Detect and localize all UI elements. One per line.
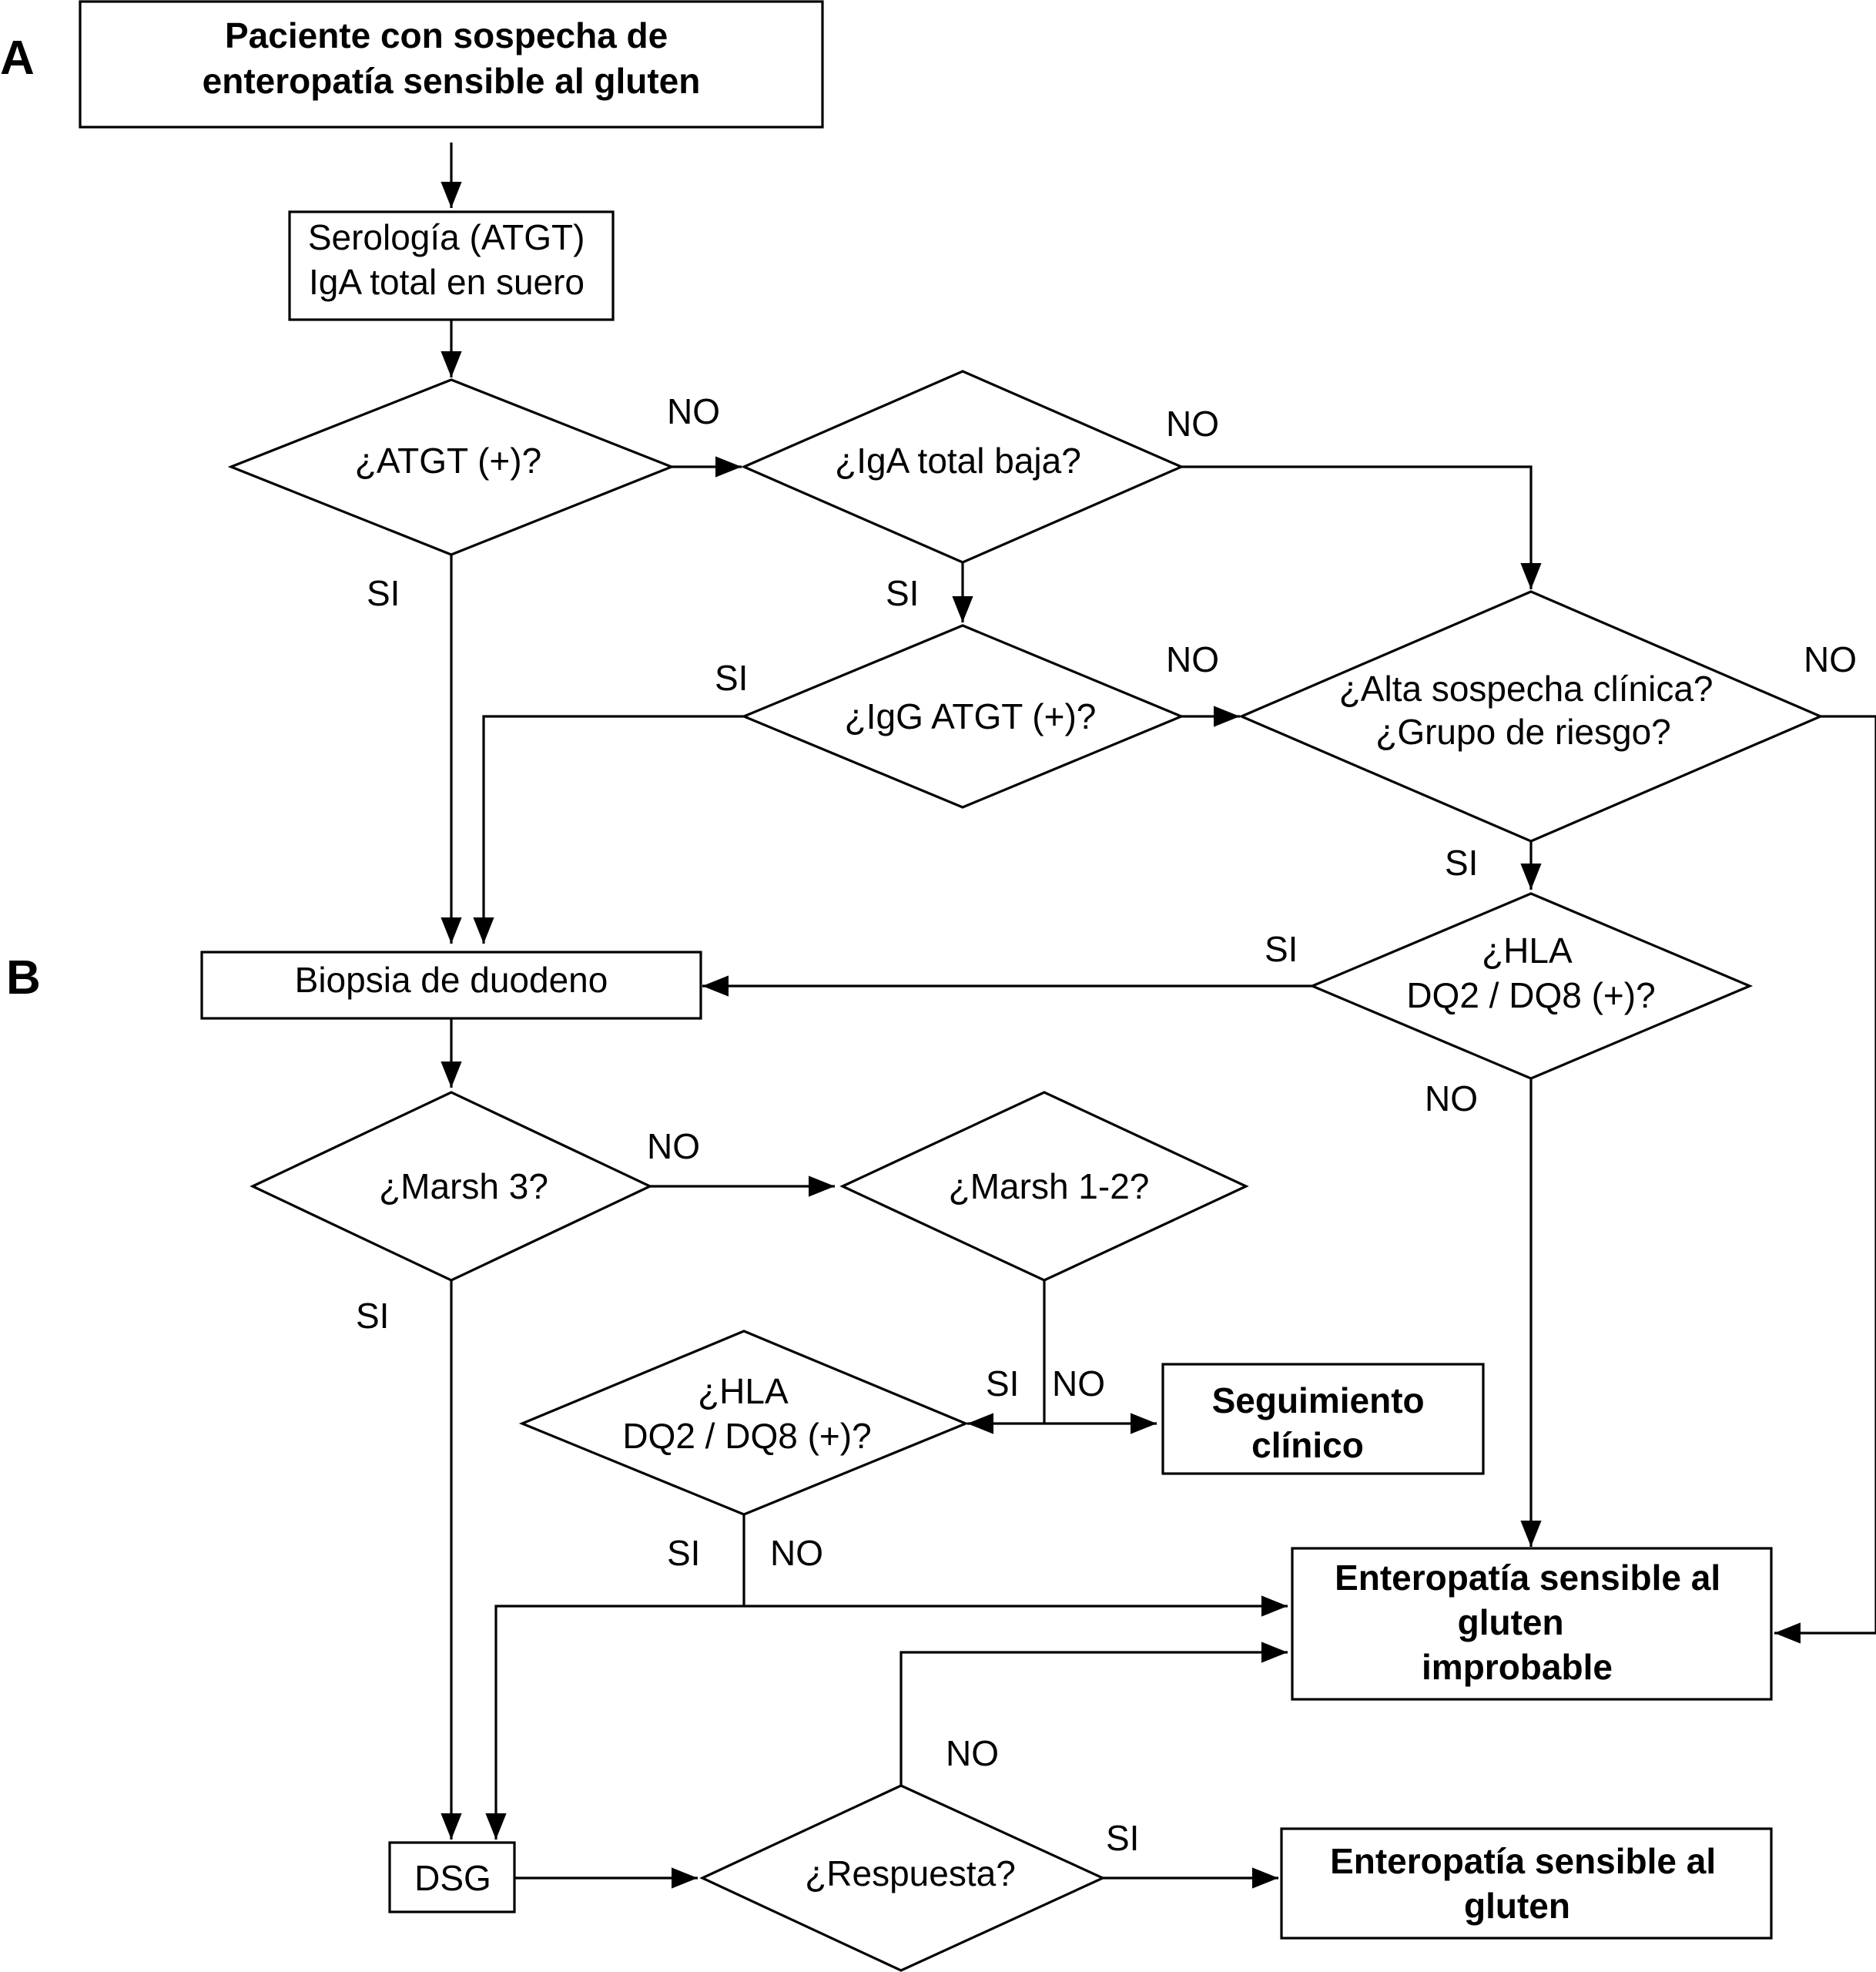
igg-no-label: NO: [1166, 639, 1219, 679]
improbable-box: [1291, 1547, 1773, 1701]
positive-box: [1280, 1827, 1773, 1940]
clinical-suspicion-decision: [1238, 590, 1824, 843]
marsh3-no-label: NO: [647, 1126, 700, 1166]
clinical-no-label: NO: [1804, 639, 1857, 679]
serology-box: [288, 210, 615, 321]
response-si-label: SI: [1106, 1818, 1139, 1858]
marsh3-decision: [250, 1091, 653, 1282]
followup-box: [1161, 1363, 1485, 1475]
edge-igg-si: [473, 715, 744, 944]
marsh12-no-label: NO: [1052, 1363, 1105, 1404]
response-decision: [699, 1784, 1106, 1972]
clinical-text: ¿Alta sospecha clínica? ¿Grupo de riesgo…: [1339, 669, 1724, 752]
response-no-label: NO: [946, 1733, 999, 1773]
marsh12-decision: [839, 1091, 1249, 1282]
iga-no-label: NO: [1166, 404, 1219, 444]
atgt-decision: [227, 378, 675, 556]
atgt-text: ¿ATGT (+)?: [355, 441, 541, 481]
marsh3-si-label: SI: [356, 1296, 389, 1336]
biopsy-box: [200, 951, 702, 1020]
hla2-si-label: SI: [667, 1533, 700, 1573]
atgt-no-label: NO: [667, 391, 720, 431]
section-b-label: B: [6, 951, 41, 1004]
marsh12-si-label: SI: [986, 1363, 1019, 1404]
biopsy-text: Biopsia de duodeno: [295, 960, 608, 1000]
dsg-box: [388, 1841, 516, 1913]
iga-si-label: SI: [886, 573, 919, 613]
hla2-no-label: NO: [770, 1533, 823, 1573]
hla1-no-label: NO: [1425, 1078, 1478, 1118]
hla-decision-1: [1308, 892, 1754, 1080]
igg-atgt-text: ¿IgG ATGT (+)?: [845, 696, 1097, 736]
serology-text: Serología (ATGT) IgA total en suero: [308, 217, 595, 302]
iga-low-decision: [741, 370, 1184, 564]
igg-si-label: SI: [715, 658, 748, 698]
igg-atgt-decision: [740, 624, 1185, 809]
connectors: [441, 143, 1876, 1889]
section-a-label: A: [0, 32, 35, 85]
start-text: Paciente con sospecha de enteropatía sen…: [203, 15, 701, 101]
marsh3-text: ¿Marsh 3?: [379, 1166, 548, 1206]
start-box: [79, 0, 824, 129]
hla2-text: ¿HLA DQ2 / DQ8 (+)?: [622, 1371, 871, 1456]
response-text: ¿Respuesta?: [805, 1853, 1016, 1893]
hla-decision-2: [518, 1330, 970, 1516]
iga-low-text: ¿IgA total baja?: [835, 441, 1081, 481]
marsh12-text: ¿Marsh 1-2?: [949, 1166, 1150, 1206]
positive-text: Enteropatía sensible al gluten: [1330, 1841, 1726, 1926]
atgt-si-label: SI: [367, 573, 400, 613]
edge-response-no: [899, 1642, 1288, 1786]
dsg-text: DSG: [414, 1858, 491, 1898]
edge-hla2-si: [485, 1605, 744, 1840]
clinical-si-label: SI: [1445, 843, 1478, 883]
edge-iga-no: [1181, 465, 1542, 589]
hla1-si-label: SI: [1265, 929, 1298, 969]
edge-clinical-no: [1774, 715, 1876, 1644]
improbable-text: Enteropatía sensible al gluten improbabl…: [1335, 1558, 1730, 1687]
followup-text: Seguimiento clínico: [1212, 1380, 1435, 1465]
hla1-text: ¿HLA DQ2 / DQ8 (+)?: [1406, 931, 1655, 1015]
